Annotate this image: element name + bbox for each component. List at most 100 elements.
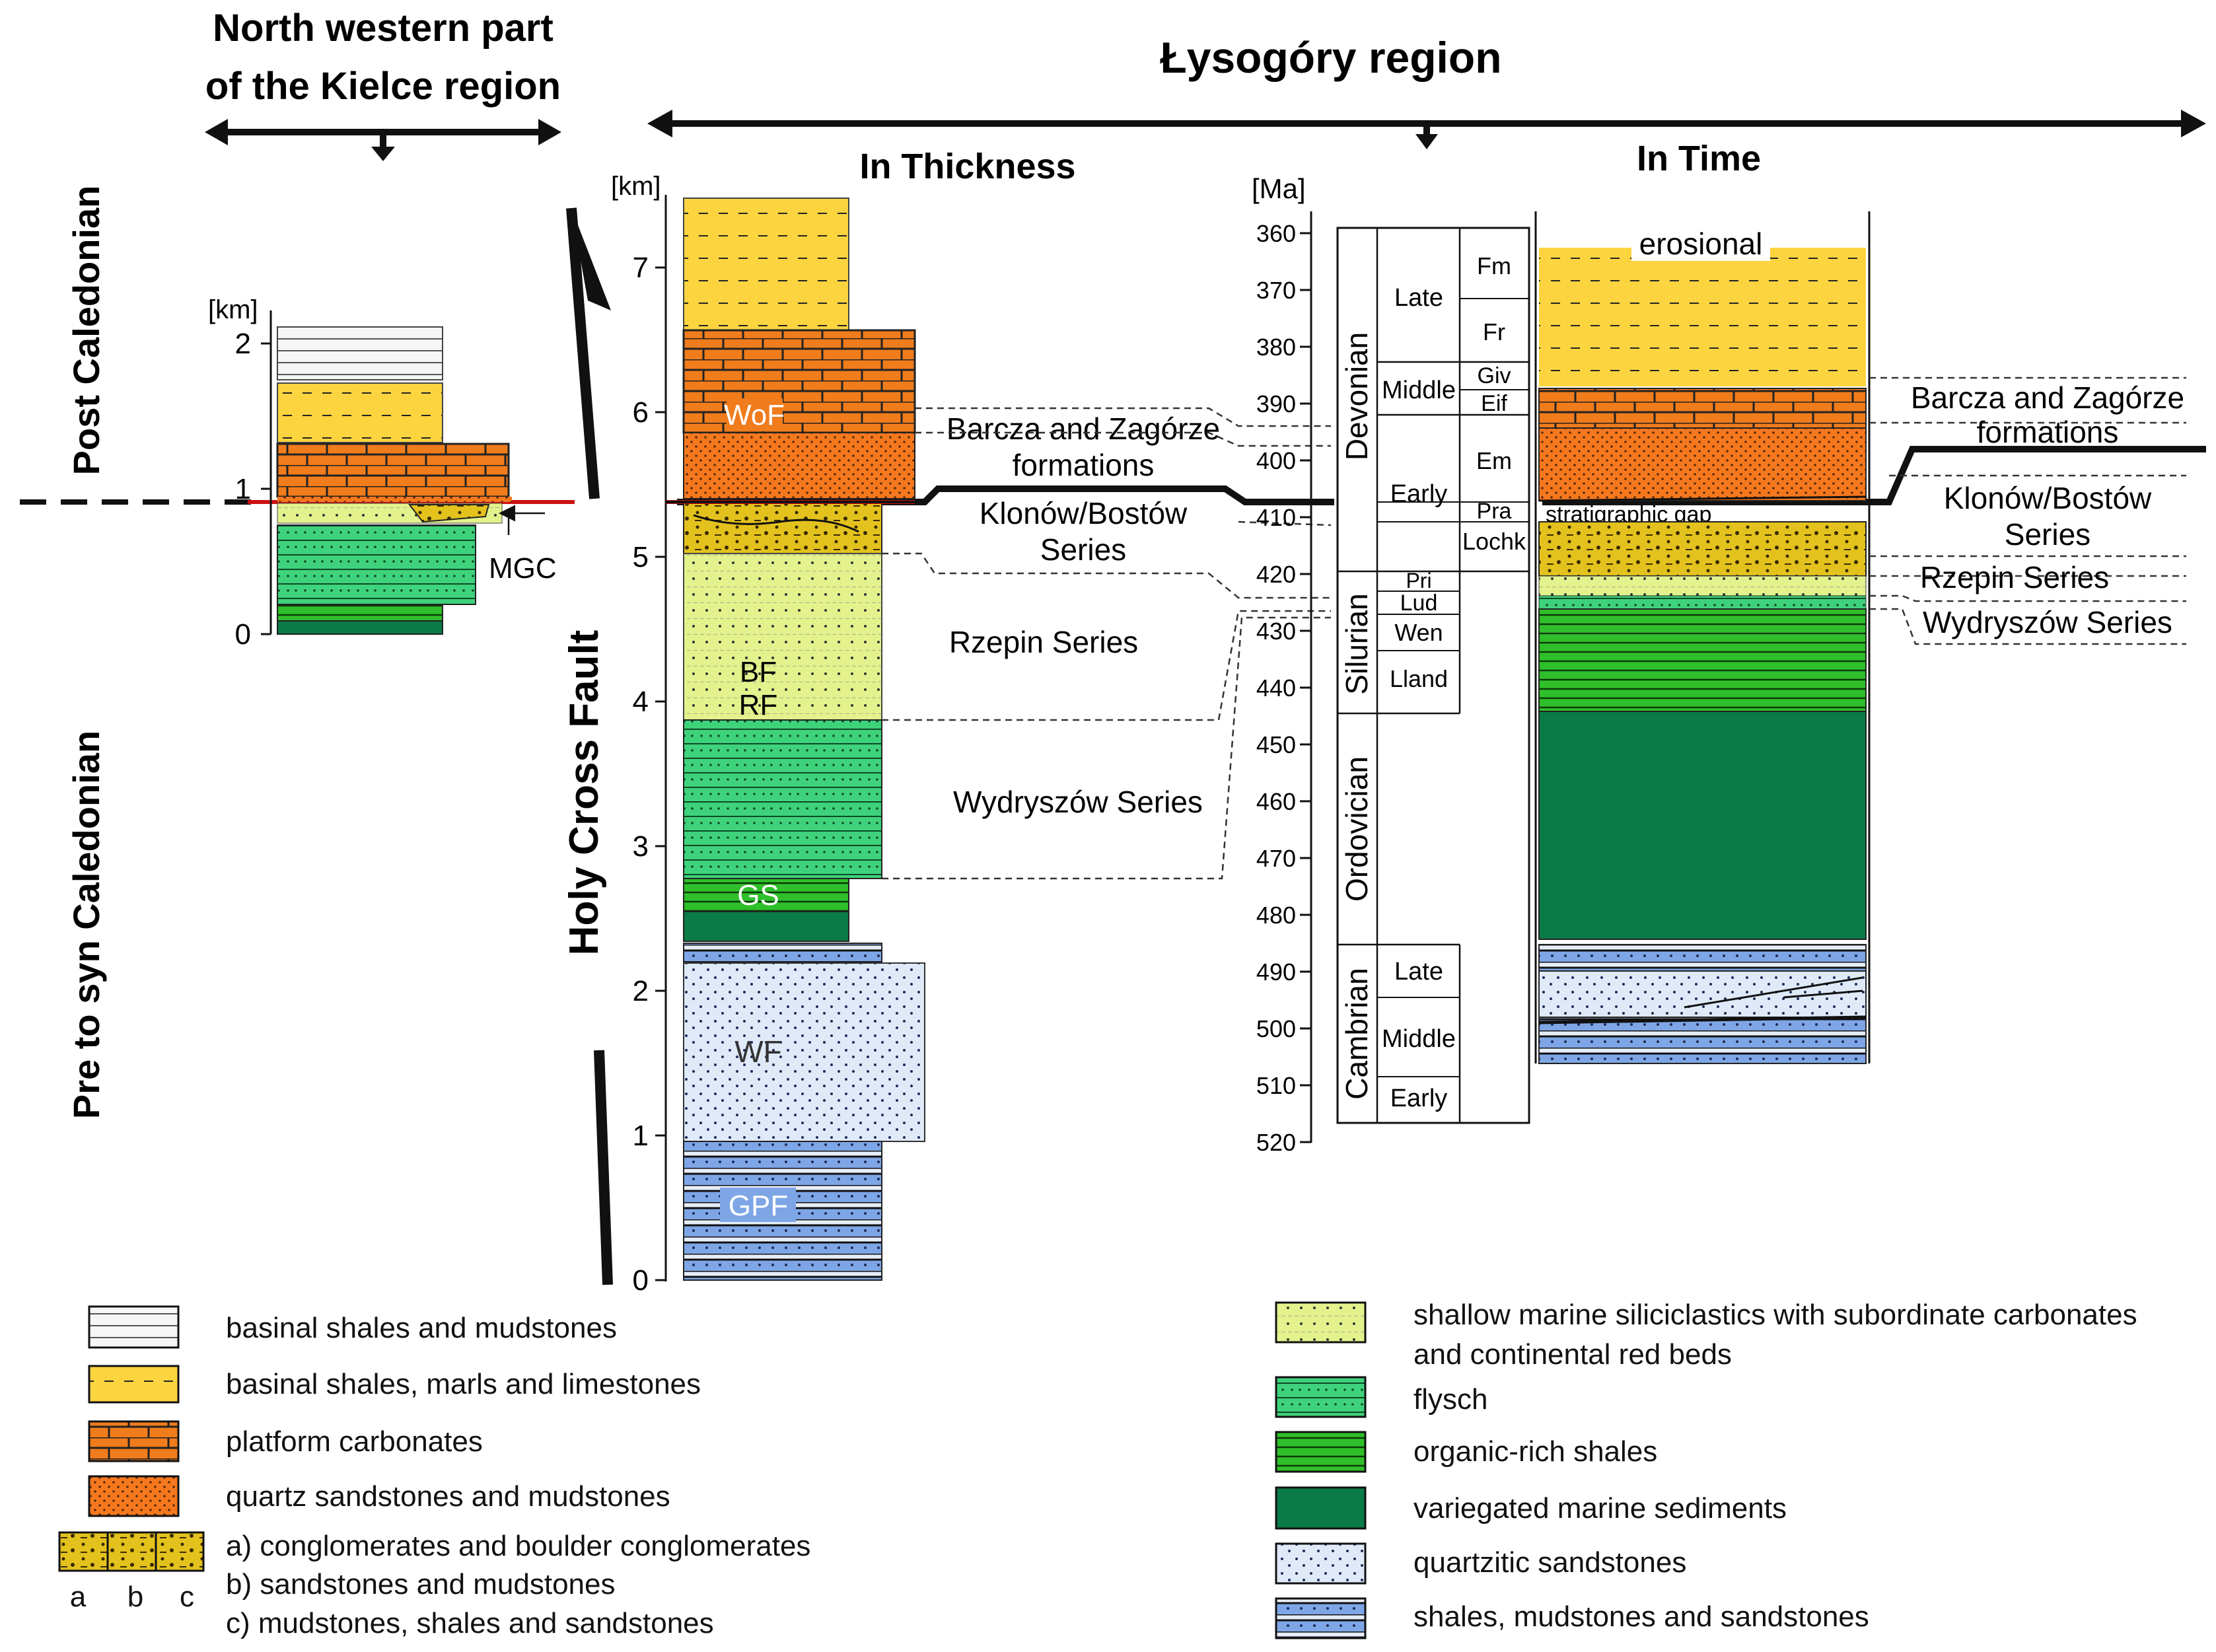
thickness-tick-label: 0 [633,1264,649,1297]
legend-sub-a: a [70,1581,87,1613]
kielce-column: [km] 0 1 2 MGC [208,295,557,651]
time-tick-label: 400 [1256,447,1296,474]
kielce-km-unit: [km] [208,295,258,324]
label-WoF: WoF [724,399,785,431]
stage-em: Em [1476,447,1512,474]
legend-sub-c: c [180,1581,194,1613]
thickness-km-unit: [km] [611,172,661,201]
epoch-cam-early: Early [1390,1085,1448,1112]
time-tick-label: 490 [1256,958,1296,986]
system-silurian: Silurian [1340,593,1374,694]
series-barcza-line1: Barcza and Zagórze [947,412,1220,446]
time-tick-label: 510 [1256,1072,1296,1099]
epoch-sil-wen: Wen [1394,619,1443,646]
label-GPF: GPF [729,1190,788,1222]
system-cambrian: Cambrian [1340,968,1374,1099]
legend-congl-c: c) mudstones, shales and sandstones [226,1607,714,1639]
lysogory-range-arrow [647,110,2206,149]
series-klonow-line1: Klonów/Bostów [980,496,1188,530]
series-klonow-line2: Series [1040,532,1126,567]
system-devonian: Devonian [1340,332,1374,460]
legend-congl-b: b) sandstones and mudstones [226,1568,616,1600]
label-RF: RF [739,689,778,721]
post-caledonian-label: Post Caledonian [65,186,107,476]
thickness-tick-label: 1 [633,1120,649,1152]
label-WF: WF [734,1034,782,1069]
epoch-cam-late: Late [1394,958,1443,986]
thickness-tick-label: 3 [633,830,649,863]
time-tick-label: 440 [1256,674,1296,701]
legend-swatch-conglomerates [58,1531,205,1572]
epoch-sil-pri: Pri [1406,569,1431,593]
stage-giv: Giv [1478,363,1511,388]
epoch-sil-lud: Lud [1400,591,1438,616]
time-tick-label: 500 [1256,1015,1296,1042]
series-wydryszow: Wydryszów Series [953,785,1203,819]
time-tick-label: 360 [1256,220,1296,247]
kielce-tick-0: 0 [235,618,251,651]
legend-shallow-2: and continental red beds [1413,1338,1732,1371]
legend-swatch-organic [1275,1431,1367,1473]
time-tick-label: 520 [1256,1129,1296,1156]
label-MGC: MGC [489,552,557,585]
series-rzepin: Rzepin Series [949,625,1138,659]
time-series-rzepin: Rzepin Series [1920,560,2109,594]
stage-eif: Eif [1481,391,1507,416]
time-series-barcza-line1: Barcza and Zagórze [1911,380,2184,415]
legend-swatch-quartzitic [1275,1542,1367,1585]
fault-label: Holy Cross Fault [561,630,607,956]
time-series-klonow-line2: Series [2005,517,2091,552]
legend-quartz-sand: quartz sandstones and mudstones [226,1480,670,1513]
kielce-title: North western part of the Kielce region [205,7,561,108]
stage-lochk: Lochk [1462,528,1526,555]
epoch-sil-lland: Lland [1390,665,1448,692]
stage-fr: Fr [1483,318,1505,345]
series-barcza-line2: formations [1013,448,1155,482]
legend-congl-a: a) conglomerates and boulder conglomerat… [226,1530,810,1562]
time-tick-label: 410 [1256,504,1296,531]
legend-swatch-variegated [1275,1486,1367,1530]
legend-platform: platform carbonates [226,1425,483,1458]
time-tick-label: 420 [1256,561,1296,588]
legend-swatch-platform [88,1420,180,1462]
thickness-title: In Thickness [859,147,1075,186]
legend-swatch-basinal-marls [88,1365,180,1404]
kielce-title-line2: of the Kielce region [205,65,561,108]
legend-swatch-shales-sand [1275,1597,1367,1639]
epoch-cam-middle: Middle [1382,1025,1456,1053]
time-series-wydryszow: Wydryszów Series [1923,605,2172,639]
time-title: In Time [1637,139,1761,178]
time-tick-label: 480 [1256,902,1296,929]
legend-sub-b: b [127,1581,143,1613]
time-column: erosional stratigraphic gap [1534,211,1871,1064]
legend-organic: organic-rich shales [1413,1435,1657,1468]
epoch-dev-middle: Middle [1382,377,1456,404]
stage-pra: Pra [1477,499,1512,524]
stage-fm: Fm [1477,252,1511,279]
legend-basinal-marls: basinal shales, marls and limestones [226,1368,701,1400]
system-ordovician: Ordovician [1340,756,1374,902]
thickness-tick-label: 2 [633,975,649,1007]
time-axis-ticks: 3603703803904004104204304404504604704804… [1256,220,1311,1156]
label-erosional: erosional [1639,227,1763,261]
correlation-lines-right [1869,377,2186,645]
time-series-barcza-line2: formations [1977,415,2119,449]
legend-swatch-quartz-sand [88,1475,180,1517]
kielce-tick-2: 2 [235,328,251,360]
legend-quartzitic: quartzitic sandstones [1413,1546,1686,1579]
lysogory-title: Łysogóry region [1160,33,1501,82]
legend-swatch-shallow [1275,1301,1367,1344]
label-GS: GS [737,879,779,912]
time-series-klonow-line1: Klonów/Bostów [1944,481,2152,515]
kielce-tick-1: 1 [235,473,251,505]
legend-shales-sand: shales, mudstones and sandstones [1413,1600,1869,1633]
legend-swatch-basinal-shales [88,1305,180,1349]
time-tick-label: 430 [1256,618,1296,645]
legend-swatch-flysch [1275,1376,1367,1418]
thickness-tick-label: 5 [633,541,649,573]
time-axis: [Ma] 36037038039040041042043044045046047… [1252,173,1312,1156]
legend-right: shallow marine siliciclastics with subor… [1275,1299,2137,1639]
thickness-tick-label: 7 [633,252,649,284]
